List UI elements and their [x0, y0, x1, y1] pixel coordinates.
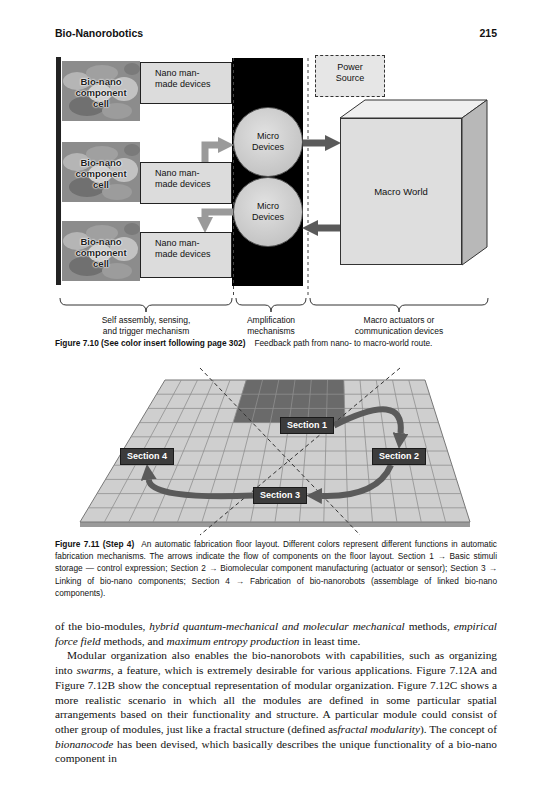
- text-run: ). The concept of: [420, 723, 497, 735]
- device-circle: Micro Devices: [233, 177, 303, 247]
- cell-label-box: Bio-nano component cell: [62, 142, 140, 204]
- text-run: Self assembly, sensing, and trigger mech…: [94, 315, 198, 336]
- node-text: Section 1: [287, 420, 327, 431]
- brace: [236, 298, 306, 312]
- cell-image: [62, 221, 140, 281]
- body-text: of the bio-modules, hybrid quantum-mecha…: [55, 619, 497, 766]
- node-text: Micro Devices: [247, 131, 289, 153]
- node-text: Section 3: [260, 490, 300, 501]
- node-text: Section 2: [379, 451, 419, 462]
- text-run: Feedback path from nano- to macro-world …: [254, 338, 432, 348]
- node-text: Micro Devices: [247, 201, 289, 223]
- paragraph: of the bio-modules, hybrid quantum-mecha…: [55, 619, 497, 648]
- floor-plane: [80, 380, 470, 522]
- node-text: Power Source: [329, 62, 371, 96]
- brace: [310, 298, 488, 312]
- cell-image: [62, 61, 140, 121]
- text-run: Figure 7.11 (Step 4): [55, 539, 134, 549]
- device-box: Nano man-made devices: [140, 232, 232, 278]
- section-tag: Section 4: [120, 448, 174, 465]
- text-run: has been devised, which basically descri…: [55, 738, 497, 765]
- node-text: Nano man-made devices: [155, 238, 215, 260]
- cell-label-box: Bio-nano component cell: [62, 221, 140, 283]
- section-tag: Section 2: [372, 448, 426, 465]
- section-divider: [200, 368, 360, 535]
- arrow-connector: [334, 409, 401, 433]
- node-text: Bio-nano component cell: [70, 76, 132, 109]
- divider-dashed: [308, 58, 309, 298]
- text-run: of the bio-modules,: [55, 620, 145, 632]
- section-tag: Section 3: [253, 487, 307, 504]
- text-run: Figure 7.10 (See color insert following …: [55, 338, 245, 348]
- device-box: Nano man-made devices: [140, 162, 232, 204]
- text-run: Macro actuators or communication devices: [345, 315, 453, 336]
- arrow-connector: [303, 140, 325, 147]
- text-run: methods,: [409, 620, 450, 632]
- cube-side: [462, 100, 487, 265]
- brace-label: Macro actuators or communication devices: [345, 315, 453, 336]
- text-run: hybrid quantum-mechanical and molecular …: [149, 620, 404, 632]
- text-run: 215: [479, 27, 497, 39]
- power-box: Power Source: [315, 55, 385, 97]
- arrow-connector: [149, 480, 253, 496]
- node-text: Macro World: [374, 186, 428, 198]
- brace-label: Amplification mechanisms: [238, 315, 304, 336]
- arrow-connector: [205, 212, 233, 217]
- node-text: Bio-nano component cell: [70, 236, 132, 269]
- cell-label-box: Bio-nano component cell: [62, 61, 140, 123]
- support-bar: [56, 57, 61, 285]
- node-text: Bio-nano component cell: [70, 157, 132, 190]
- arrow-connector: [318, 225, 340, 232]
- floor-grid: [89, 380, 466, 522]
- cell-image: [62, 142, 140, 202]
- divider-dashed: [233, 58, 234, 298]
- node-text: Nano man-made devices: [155, 168, 215, 190]
- page-number: 215: [440, 27, 497, 39]
- text-run: Amplification mechanisms: [238, 315, 304, 336]
- running-head: Bio-Nanorobotics: [55, 27, 143, 39]
- arrow-connector: [322, 465, 391, 496]
- device-box: Nano man-made devices: [140, 62, 232, 104]
- floor-rim: [80, 522, 470, 527]
- section-divider: [200, 368, 400, 535]
- node-text: Nano man-made devices: [155, 68, 215, 90]
- text-run: methods, and: [104, 635, 164, 647]
- cube-front: Macro World: [340, 118, 462, 265]
- black-panel: [232, 58, 303, 286]
- device-circle: Micro Devices: [233, 107, 303, 177]
- node-text: Section 4: [127, 451, 167, 462]
- text-run: Bio-Nanorobotics: [55, 27, 143, 39]
- figure-caption: Figure 7.10 (See color insert following …: [55, 337, 497, 349]
- section-tag: Section 1: [280, 417, 334, 434]
- arrow-connector: [205, 145, 218, 162]
- text-run: bionanocode: [55, 738, 113, 750]
- text-run: in least time.: [302, 635, 360, 647]
- text-run: fractal modularity: [337, 723, 420, 735]
- text-run: swarms: [76, 664, 111, 676]
- paragraph: Modular organization also enables the bi…: [55, 648, 497, 766]
- brace: [60, 298, 232, 312]
- brace-label: Self assembly, sensing, and trigger mech…: [94, 315, 198, 336]
- text-run: maximum entropy production: [167, 635, 300, 647]
- figure-caption: Figure 7.11 (Step 4)An automatic fabrica…: [55, 538, 497, 599]
